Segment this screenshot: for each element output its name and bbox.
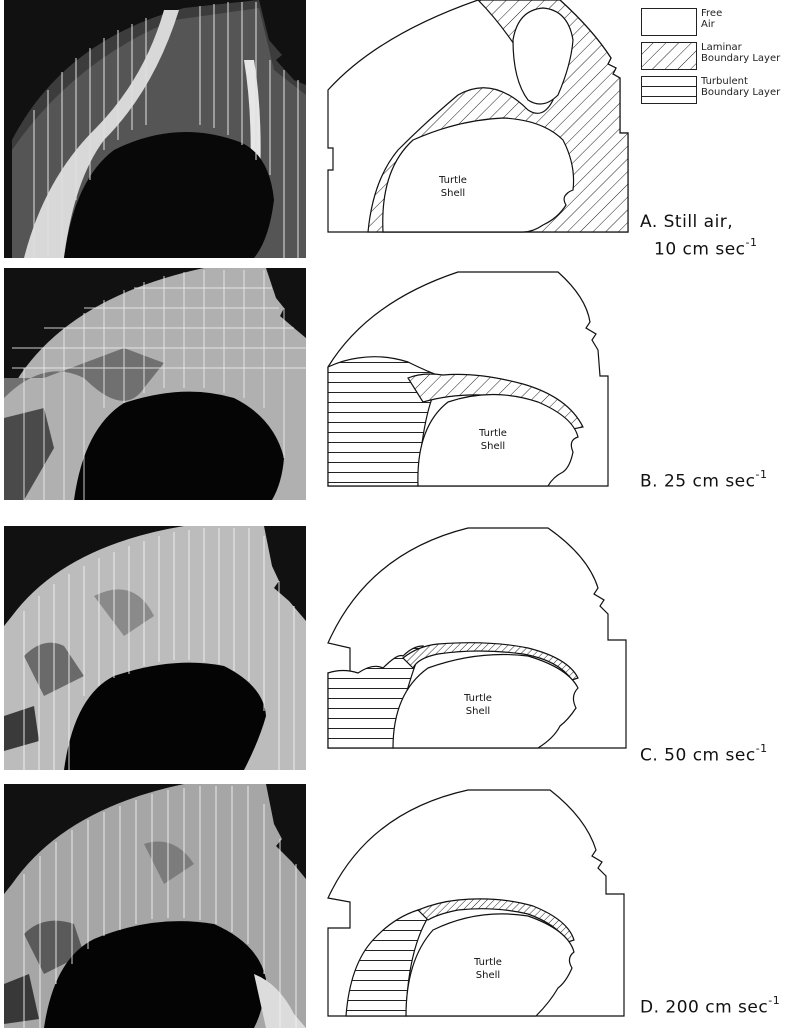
caption-a-line2: 10 cm sec (654, 240, 746, 260)
caption-a-exponent: -1 (746, 236, 758, 249)
shell-label-a-line1: Turtle (438, 175, 467, 186)
diagram-panel-a: Turtle Shell (328, 0, 630, 240)
photo-panel-d (4, 784, 306, 1028)
shell-label-a-line2: Shell (441, 188, 465, 199)
legend-item-free-air: FreeAir (641, 6, 801, 40)
smoke-photo-c (4, 526, 306, 770)
shell-label-b-line2: Shell (481, 441, 505, 452)
caption-c: C. 50 cm sec-1 (640, 744, 768, 766)
caption-a-line1: A. Still air, (640, 212, 757, 232)
flow-diagram-b: Turtle Shell (328, 272, 630, 492)
legend-swatch-laminar (641, 42, 697, 70)
legend-label-laminar: LaminarBoundary Layer (701, 42, 801, 64)
diagram-panel-c: Turtle Shell (328, 528, 630, 754)
diagram-panel-d: Turtle Shell (328, 790, 630, 1020)
photo-panel-c (4, 526, 306, 770)
shell-label-c-line2: Shell (466, 706, 490, 717)
flow-diagram-d: Turtle Shell (328, 790, 630, 1020)
smoke-photo-a (4, 0, 306, 258)
shell-label-d-line1: Turtle (473, 957, 502, 968)
caption-b-exponent: -1 (755, 468, 767, 481)
shell-label-d-line2: Shell (476, 970, 500, 981)
legend-item-laminar: LaminarBoundary Layer (641, 40, 801, 74)
smoke-photo-b (4, 268, 306, 500)
legend-item-turbulent: TurbulentBoundary Layer (641, 74, 801, 108)
shell-label-c-line1: Turtle (463, 693, 492, 704)
caption-d-line1: D. 200 cm sec (640, 998, 768, 1018)
caption-d-exponent: -1 (768, 994, 780, 1007)
caption-b-line1: B. 25 cm sec (640, 472, 755, 492)
smoke-photo-d (4, 784, 306, 1028)
legend-swatch-turbulent (641, 76, 697, 104)
caption-d: D. 200 cm sec-1 (640, 996, 780, 1018)
caption-c-exponent: -1 (756, 742, 768, 755)
diagram-panel-b: Turtle Shell (328, 272, 630, 492)
flow-diagram-c: Turtle Shell (328, 528, 630, 754)
shell-label-b-line1: Turtle (478, 428, 507, 439)
caption-c-line1: C. 50 cm sec (640, 746, 756, 766)
flow-diagram-a: Turtle Shell (328, 0, 630, 240)
legend: FreeAir LaminarBoundary Layer TurbulentB… (641, 6, 801, 108)
legend-label-free-air: FreeAir (701, 8, 801, 30)
caption-a: A. Still air, 10 cm sec-1 (640, 212, 757, 260)
legend-swatch-free-air (641, 8, 697, 36)
photo-panel-b (4, 268, 306, 500)
caption-b: B. 25 cm sec-1 (640, 470, 767, 492)
photo-panel-a (4, 0, 306, 258)
legend-label-turbulent: TurbulentBoundary Layer (701, 76, 801, 98)
